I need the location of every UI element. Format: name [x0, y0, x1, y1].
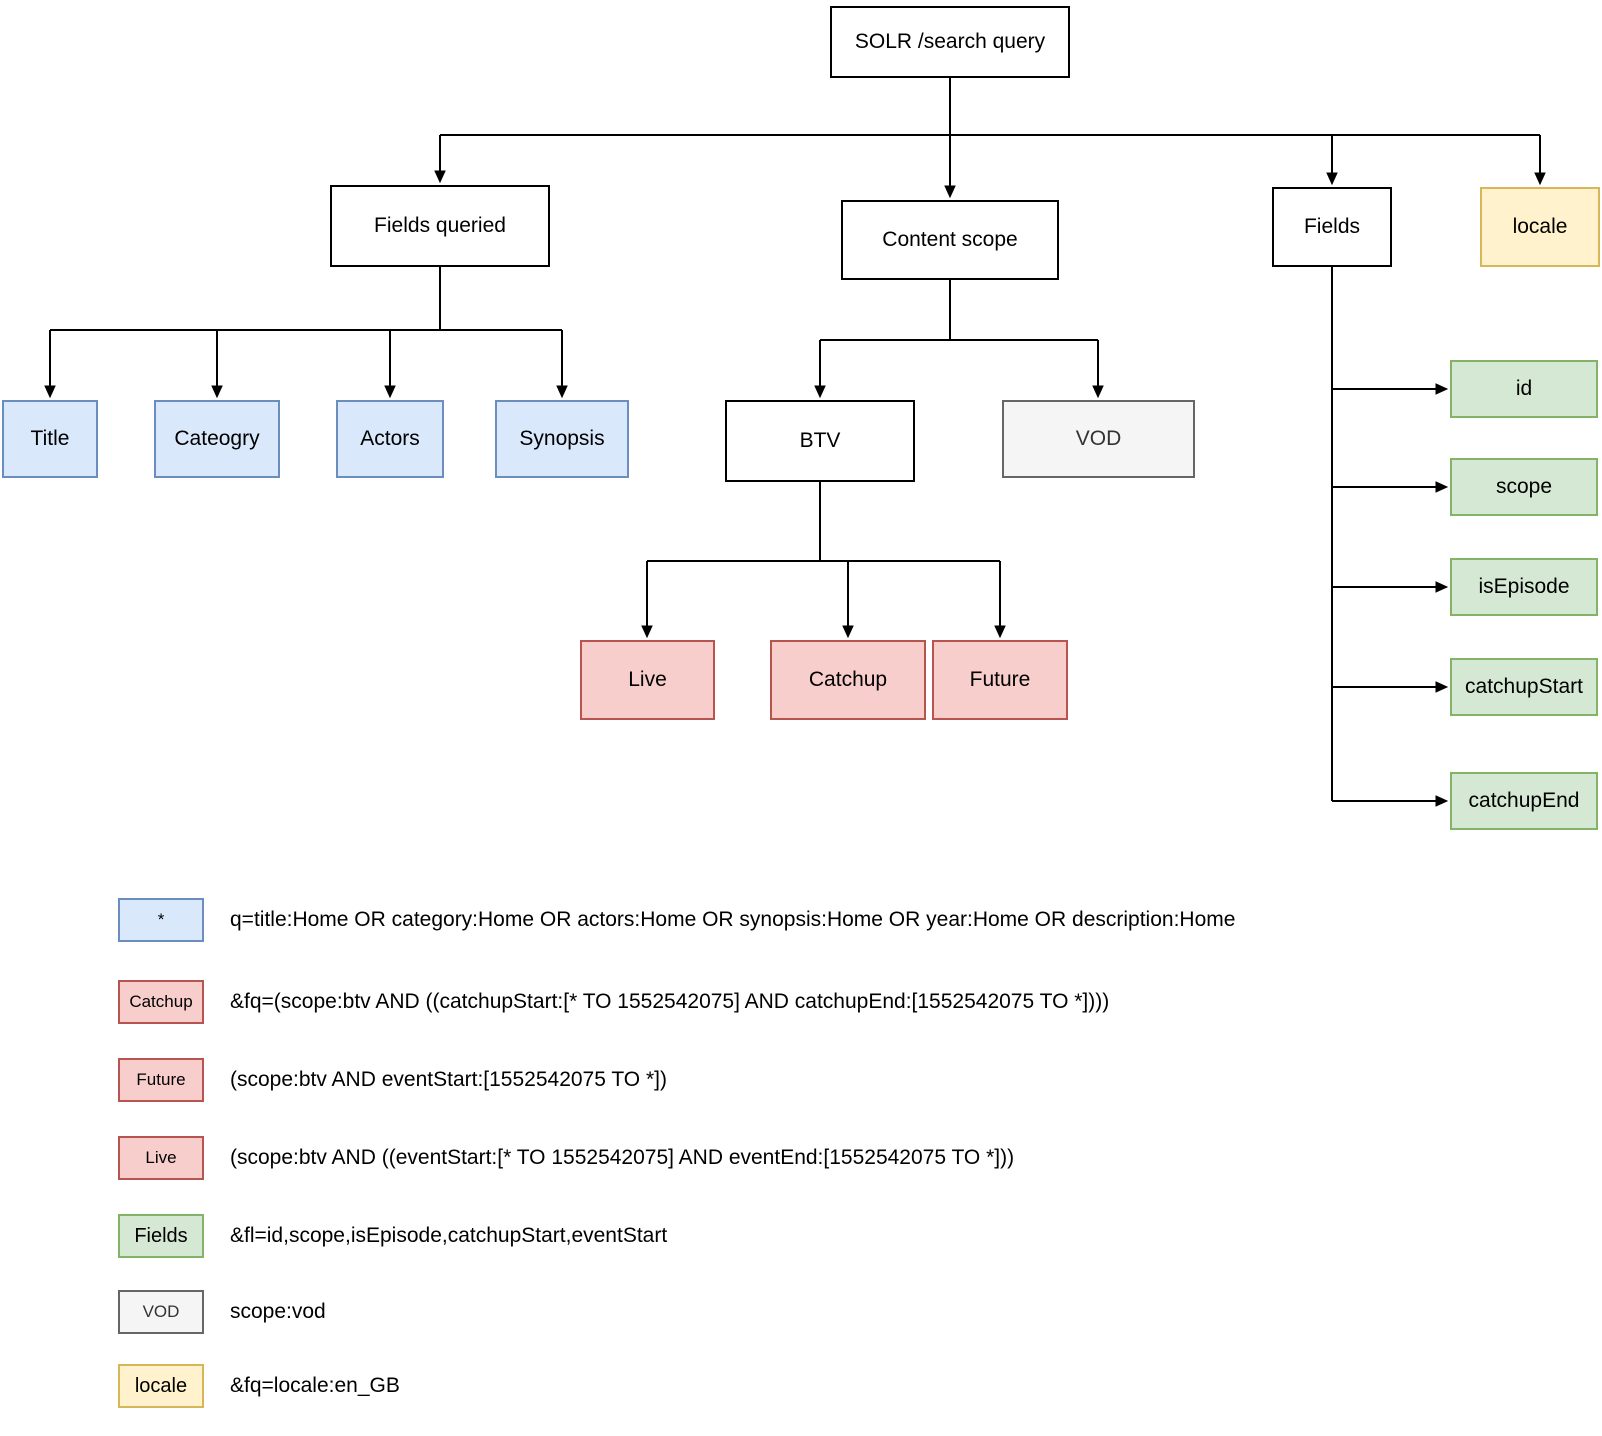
node-content-scope: Content scope [841, 200, 1059, 280]
legend-text-fields: &fl=id,scope,isEpisode,catchupStart,even… [230, 1224, 668, 1247]
node-title: Title [2, 400, 98, 478]
node-locale: locale [1480, 187, 1600, 267]
legend-row-query: * q=title:Home OR category:Home OR actor… [0, 898, 1602, 942]
legend-badge-future: Future [118, 1058, 204, 1102]
node-future: Future [932, 640, 1068, 720]
legend-text-locale: &fq=locale:en_GB [230, 1374, 400, 1397]
legend-badge-live: Live [118, 1136, 204, 1180]
legend-text-vod: scope:vod [230, 1300, 326, 1323]
legend-text-query: q=title:Home OR category:Home OR actors:… [230, 908, 1236, 931]
legend-text-future: (scope:btv AND eventStart:[1552542075 TO… [230, 1068, 667, 1091]
legend-text-catchup: &fq=(scope:btv AND ((catchupStart:[* TO … [230, 990, 1110, 1013]
legend-badge-catchup: Catchup [118, 980, 204, 1024]
legend-badge-locale: locale [118, 1364, 204, 1408]
node-vod: VOD [1002, 400, 1195, 478]
node-catchupstart: catchupStart [1450, 658, 1598, 716]
legend-row-live: Live (scope:btv AND ((eventStart:[* TO 1… [0, 1136, 1602, 1180]
node-actors: Actors [336, 400, 444, 478]
node-btv: BTV [725, 400, 915, 482]
legend-row-catchup: Catchup &fq=(scope:btv AND ((catchupStar… [0, 980, 1602, 1024]
legend-row-future: Future (scope:btv AND eventStart:[155254… [0, 1058, 1602, 1102]
legend-row-vod: VOD scope:vod [0, 1290, 1602, 1334]
legend-badge-star: * [118, 898, 204, 942]
node-cateogry: Cateogry [154, 400, 280, 478]
node-live: Live [580, 640, 715, 720]
node-fields-queried: Fields queried [330, 185, 550, 267]
node-id: id [1450, 360, 1598, 418]
node-catchup: Catchup [770, 640, 926, 720]
legend-badge-fields: Fields [118, 1214, 204, 1258]
node-isepisode: isEpisode [1450, 558, 1598, 616]
node-synopsis: Synopsis [495, 400, 629, 478]
legend-row-locale: locale &fq=locale:en_GB [0, 1364, 1602, 1408]
legend-text-live: (scope:btv AND ((eventStart:[* TO 155254… [230, 1146, 1015, 1169]
node-scope: scope [1450, 458, 1598, 516]
legend-badge-vod: VOD [118, 1290, 204, 1334]
node-fields: Fields [1272, 187, 1392, 267]
legend-row-fields: Fields &fl=id,scope,isEpisode,catchupSta… [0, 1214, 1602, 1258]
node-catchupend: catchupEnd [1450, 772, 1598, 830]
node-solr-search-query: SOLR /search query [830, 6, 1070, 78]
